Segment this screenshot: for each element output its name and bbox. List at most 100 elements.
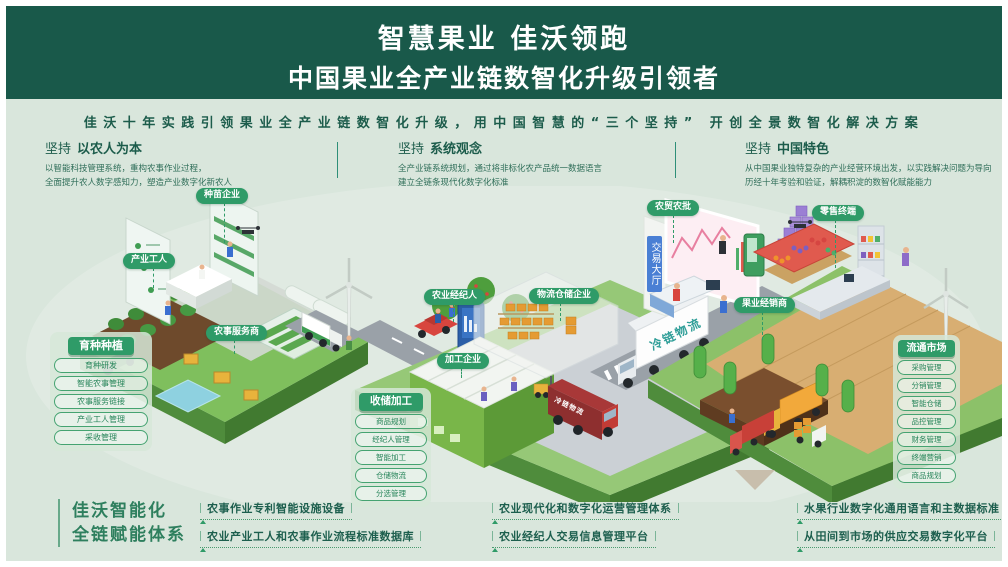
panel-item: 采购管理 [897,360,956,375]
panel-storage-processing: 收储加工 商品规划 经纪人管理 智能加工 仓储物流 分选管理 [351,388,431,507]
farm-workers [165,241,352,350]
footer-item-label: 从田间到市场的供应交易数字化平台 [804,530,988,543]
pillar-prefix: 坚持 [745,142,772,157]
pillar-desc: 以智能科技管理系统，重构农事作业过程， 全面提升农人数字感知力，塑造产业数字化新… [45,162,232,190]
header-band: 智慧果业 佳沃领跑 中国果业全产业链数智化升级引领者 [6,6,1002,99]
scene-illustration [26,186,1002,502]
wind-turbine [325,258,373,339]
panel-item: 经纪人管理 [355,431,427,447]
panel-title: 流通市场 [898,340,955,357]
pillar-divider [675,142,676,178]
panel-item: 终端营销 [897,450,956,465]
pillar-title: 系统观念 [430,142,483,157]
badge-connector [153,268,154,288]
dotted-underline [492,519,679,524]
footer-title-line2: 全链赋能体系 [72,525,186,545]
pillar-prefix: 坚持 [398,142,425,157]
dotted-underline [200,547,421,552]
pillar-desc-line2: 全面提升农人数字感知力，塑造产业数字化新农人 [45,178,233,188]
pillar-desc-line1: 从中国果业独特复杂的产业经营环境出发，以实践解决问题为导向 [745,164,992,174]
triangle-marker [797,548,803,552]
fruit-stand [752,223,856,284]
farm-service-truck [301,311,342,352]
cashier-counter [792,266,890,320]
tick [351,503,352,513]
badge-connector [673,215,674,243]
panel-item: 分选管理 [355,485,427,501]
footer-item: 农业经纪人交易信息管理平台 [492,528,656,552]
badge-connector [560,303,561,321]
triangle-marker [200,548,206,552]
footer-title: 佳沃智能化 全链赋能体系 [58,499,186,547]
panel-item: 智能农事管理 [54,376,148,392]
footer-item: 从田间到市场的供应交易数字化平台 [797,528,995,552]
pillar-prefix: 坚持 [45,142,72,157]
footer-item-label: 水果行业数字化通用语言和主数据标准 [804,502,1000,515]
pillar-desc-line2: 建立全链条现代化数字化标准 [398,178,509,188]
poster-canvas: 智慧果业 佳沃领跑 中国果业全产业链数智化升级引领者 佳沃十年实践引领果业全产业… [6,6,1002,561]
panel-item: 品控管理 [897,414,956,429]
panel-item: 仓储物流 [355,467,427,483]
panel-item: 采收管理 [54,430,148,446]
badge-industry-worker: 产业工人 [123,253,176,269]
pillar-desc: 全产业链系统规划，通过将非标化农产品统一数据语言 建立全链条现代化数字化标准 [398,162,602,190]
farm-robots [183,353,259,401]
badge-connector [453,304,454,322]
red-cold-chain-truck [548,379,618,440]
dotted-underline [200,519,352,524]
footer-item: 水果行业数字化通用语言和主数据标准 [797,500,1002,524]
footer-item-label: 农业产业工人和农事作业流程标准数据库 [207,530,414,543]
farm-platform [80,187,373,444]
main-title-line1: 智慧果业 佳沃领跑 [377,24,631,55]
panel-item: 育种研发 [54,358,148,374]
tick [797,503,798,513]
pillar-heading: 坚持以农人为本 [45,138,232,157]
pillar-heading: 坚持系统观念 [398,138,602,157]
pillar-title: 以农人为本 [77,142,143,157]
panel-item: 分销管理 [897,378,956,393]
tick [492,531,493,541]
trading-hall-sign: 交易大厅 [647,236,662,292]
pillar-divider [337,142,338,178]
panel-item: 智能仓储 [897,396,956,411]
pillar-system-view: 坚持系统观念 全产业链系统规划，通过将非标化农产品统一数据语言 建立全链条现代化… [398,138,602,190]
dotted-underline [492,547,656,552]
footer-title-line1: 佳沃智能化 [72,501,167,521]
badge-connector [762,312,763,340]
panel-item: 商品规划 [355,413,427,429]
pillar-farmer-first: 坚持以农人为本 以智能科技管理系统，重构农事作业过程， 全面提升农人数字感知力，… [45,138,232,190]
tick [994,531,995,541]
pillar-desc-line1: 全产业链系统规划，通过将非标化农产品统一数据语言 [398,164,603,174]
badge-seedling-company: 种苗企业 [196,188,249,204]
badge-logistics-storage-company: 物流仓储企业 [529,288,600,304]
badge-connector [224,203,225,243]
badge-fruit-distributor: 果业经销商 [734,297,796,313]
footer-section: 佳沃智能化 全链赋能体系 农事作业专利智能设施设备 农业产业工人和农事作业流程标… [6,495,1002,561]
footer-item: 农业现代化和数字化运营管理体系 [492,500,679,524]
triangle-marker [492,520,498,524]
triangle-marker [492,548,498,552]
panel-title: 收储加工 [359,393,423,411]
footer-item-label: 农业经纪人交易信息管理平台 [499,530,649,543]
triangle-marker [200,520,206,524]
panel-item: 商品规划 [897,468,956,483]
intro-line: 佳沃十年实践引领果业全产业链数智化升级，用中国智慧的“三个坚持” 开创全景数智化… [83,116,925,131]
main-title-line2: 中国果业全产业链数智化升级引领者 [287,64,720,93]
badge-processing-company: 加工企业 [437,353,490,369]
badge-connector [835,220,836,268]
footer-item: 农业产业工人和农事作业流程标准数据库 [200,528,421,552]
pillar-title: 中国特色 [777,142,830,157]
pillar-china-character: 坚持中国特色 从中国果业独特复杂的产业经营环境出发，以实践解决问题为导向 历经十… [745,138,992,190]
pond [154,379,222,413]
pillar-desc-line2: 历经十年考验和验证，解耦积淀的数智化赋能能力 [745,178,933,188]
badge-agri-broker: 农业经纪人 [424,289,486,305]
footer-item-label: 农业现代化和数字化运营管理体系 [499,502,672,515]
drone-icon [788,220,812,228]
panel-circulation-market: 流通市场 采购管理 分销管理 智能仓储 品控管理 财务管理 终端营销 商品规划 [893,335,960,489]
drone-icon [236,226,260,234]
panel-breeding-planting: 育种种植 育种研发 智能农事管理 农事服务链接 产业工人管理 采收管理 [50,332,152,452]
footer-item-label: 农事作业专利智能设施设备 [207,502,345,515]
panel-item: 财务管理 [897,432,956,447]
panel-title: 育种种植 [68,337,134,356]
